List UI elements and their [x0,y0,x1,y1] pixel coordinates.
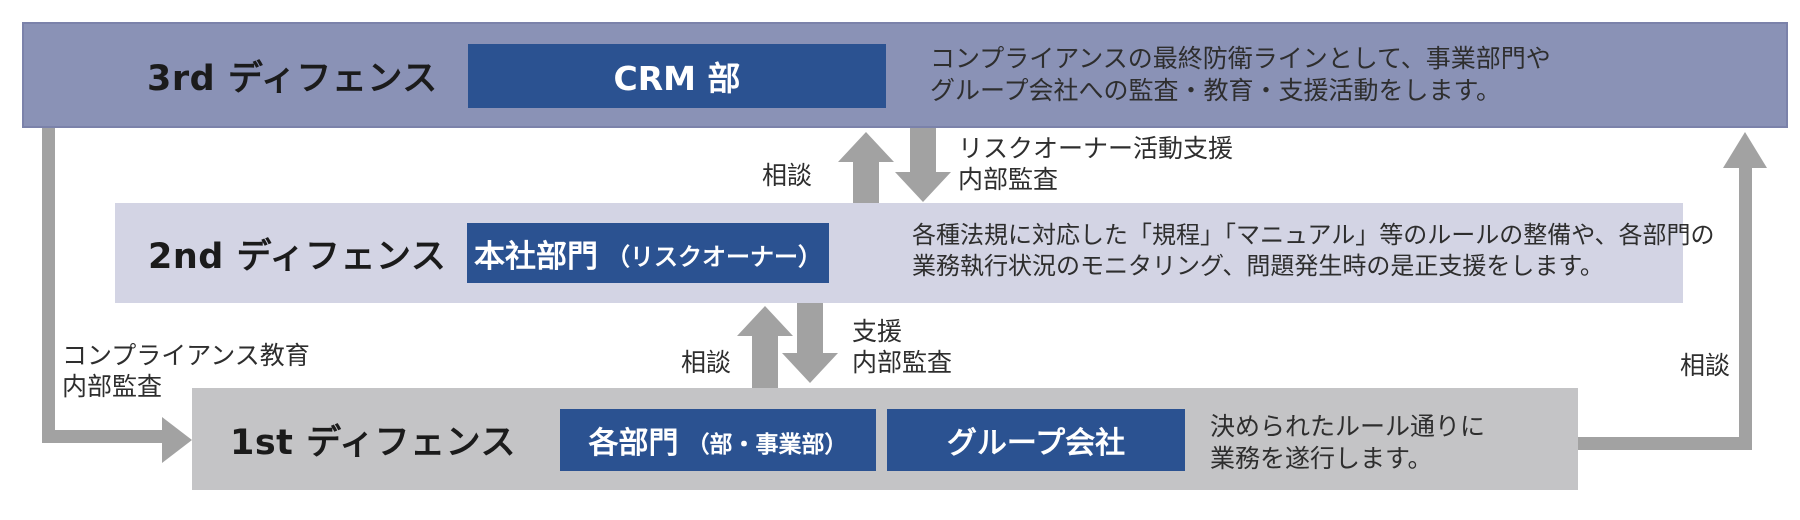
gap1-down-arrow-label: リスクオーナー活動支援 内部監査 [958,133,1233,195]
left-connector-vertical-line [42,128,55,443]
departments-box-sub-label: （部・事業部） [686,431,848,458]
gap1-down-arrow-label-line1: リスクオーナー活動支援 [958,134,1234,163]
first-defense-description: 決められたルール通りに 業務を遂行します。 [1210,411,1485,475]
third-defense-description: コンプライアンスの最終防衛ラインとして、事業部門や グループ会社への監査・教育・… [930,43,1551,107]
departments-box: 各部門 （部・事業部） [560,409,876,471]
gap1-up-arrow-shaft [853,162,879,203]
first-defense-label: 1st ディフェンス [230,422,516,463]
left-connector-horizontal-line [42,430,162,443]
second-defense-description-line2: 業務執行状況のモニタリング、問題発生時の是正支援をします。 [912,252,1604,280]
crm-department-box: CRM 部 [468,44,886,108]
third-defense-description-line2: グループ会社への監査・教育・支援活動をします。 [930,76,1502,105]
gap2-down-arrow-icon [782,303,838,383]
second-defense-description-line1: 各種法規に対応した「規程」「マニュアル」等のルールの整備や、各部門の [912,221,1715,249]
gap2-up-arrow-icon [737,306,793,388]
first-defense-description-line2: 業務を遂行します。 [1210,444,1433,473]
gap2-up-arrow-head [737,306,793,336]
gap2-up-arrow-shaft [752,336,778,388]
gap2-down-arrow-label: 支援 内部監査 [852,316,952,378]
right-connector-label: 相談 [1680,351,1731,380]
group-companies-box: グループ会社 [887,409,1185,471]
group-companies-box-label: グループ会社 [946,426,1126,461]
left-connector-label-line2: 内部監査 [62,372,163,401]
gap1-up-arrow-icon [838,132,894,203]
gap1-down-arrow-head [895,172,951,202]
crm-department-box-label: CRM 部 [613,59,741,98]
right-connector-horizontal-line [1578,437,1752,450]
third-defense-label: 3rd ディフェンス [147,58,438,99]
gap1-down-arrow-shaft [910,128,936,172]
headquarters-box-sub-label: （リスクオーナー） [606,243,822,271]
departments-box-main-label: 各部門 [588,426,679,461]
gap2-consult-label: 相談 [680,348,731,377]
right-connector-vertical-line [1739,165,1752,450]
first-defense-description-line1: 決められたルール通りに [1210,412,1486,441]
gap1-up-arrow-head [838,132,894,162]
headquarters-box-main-label: 本社部門 [474,238,598,275]
second-defense-label: 2nd ディフェンス [148,236,447,277]
gap2-down-arrow-shaft [797,303,823,353]
gap1-down-arrow-icon [895,128,951,202]
second-defense-band: 2nd ディフェンス 本社部門 （リスクオーナー） 各種法規に対応した「規程」「マ… [115,203,1715,303]
gap2-down-arrow-head [782,353,838,383]
gap2-down-arrow-label-line1: 支援 [852,317,903,346]
gap1-consult-label: 相談 [761,161,812,190]
third-defense-band: 3rd ディフェンス CRM 部 コンプライアンスの最終防衛ラインとして、事業部… [22,22,1788,128]
left-connector-label: コンプライアンス教育 内部監査 [62,340,310,402]
first-defense-band: 1st ディフェンス 各部門 （部・事業部） グループ会社 決められたルール通りに… [192,388,1578,490]
gap1-down-arrow-label-line2: 内部監査 [958,165,1059,194]
second-defense-description: 各種法規に対応した「規程」「マニュアル」等のルールの整備や、各部門の 業務執行状… [912,220,1715,282]
headquarters-box: 本社部門 （リスクオーナー） [467,223,829,283]
left-connector-arrowhead-icon [162,417,192,463]
left-connector-label-line1: コンプライアンス教育 [62,341,310,370]
right-connector-arrowhead-icon [1723,132,1767,168]
gap2-down-arrow-label-line2: 内部監査 [852,348,953,377]
third-defense-description-line1: コンプライアンスの最終防衛ラインとして、事業部門や [930,44,1551,73]
